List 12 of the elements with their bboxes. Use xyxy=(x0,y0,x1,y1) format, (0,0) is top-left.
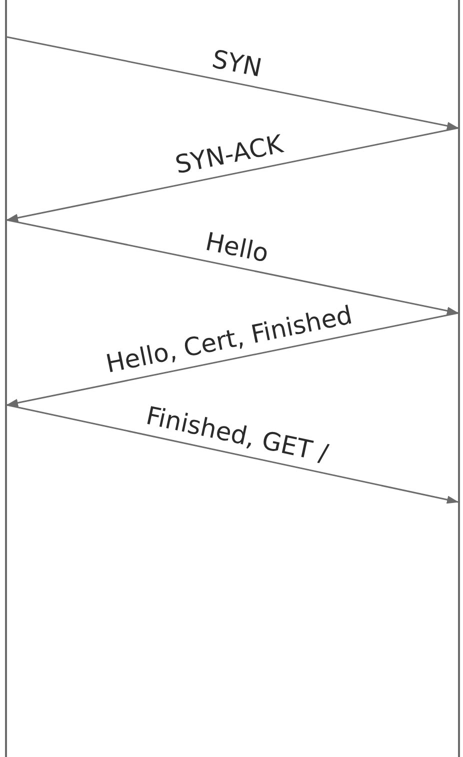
edge-label: SYN-ACK xyxy=(172,131,284,178)
lifeline xyxy=(458,0,460,757)
message-arrow xyxy=(6,404,459,504)
message-arrow xyxy=(6,36,459,130)
edge-label: Hello xyxy=(202,228,270,266)
lifeline xyxy=(5,0,7,757)
message-arrow xyxy=(6,219,459,315)
edge-label: Hello, Cert, Finished xyxy=(103,302,354,377)
message-arrow xyxy=(6,312,458,407)
edge-label: Finished, GET / xyxy=(144,402,330,466)
edge-label: SYN xyxy=(210,46,264,80)
message-arrow xyxy=(6,127,458,222)
